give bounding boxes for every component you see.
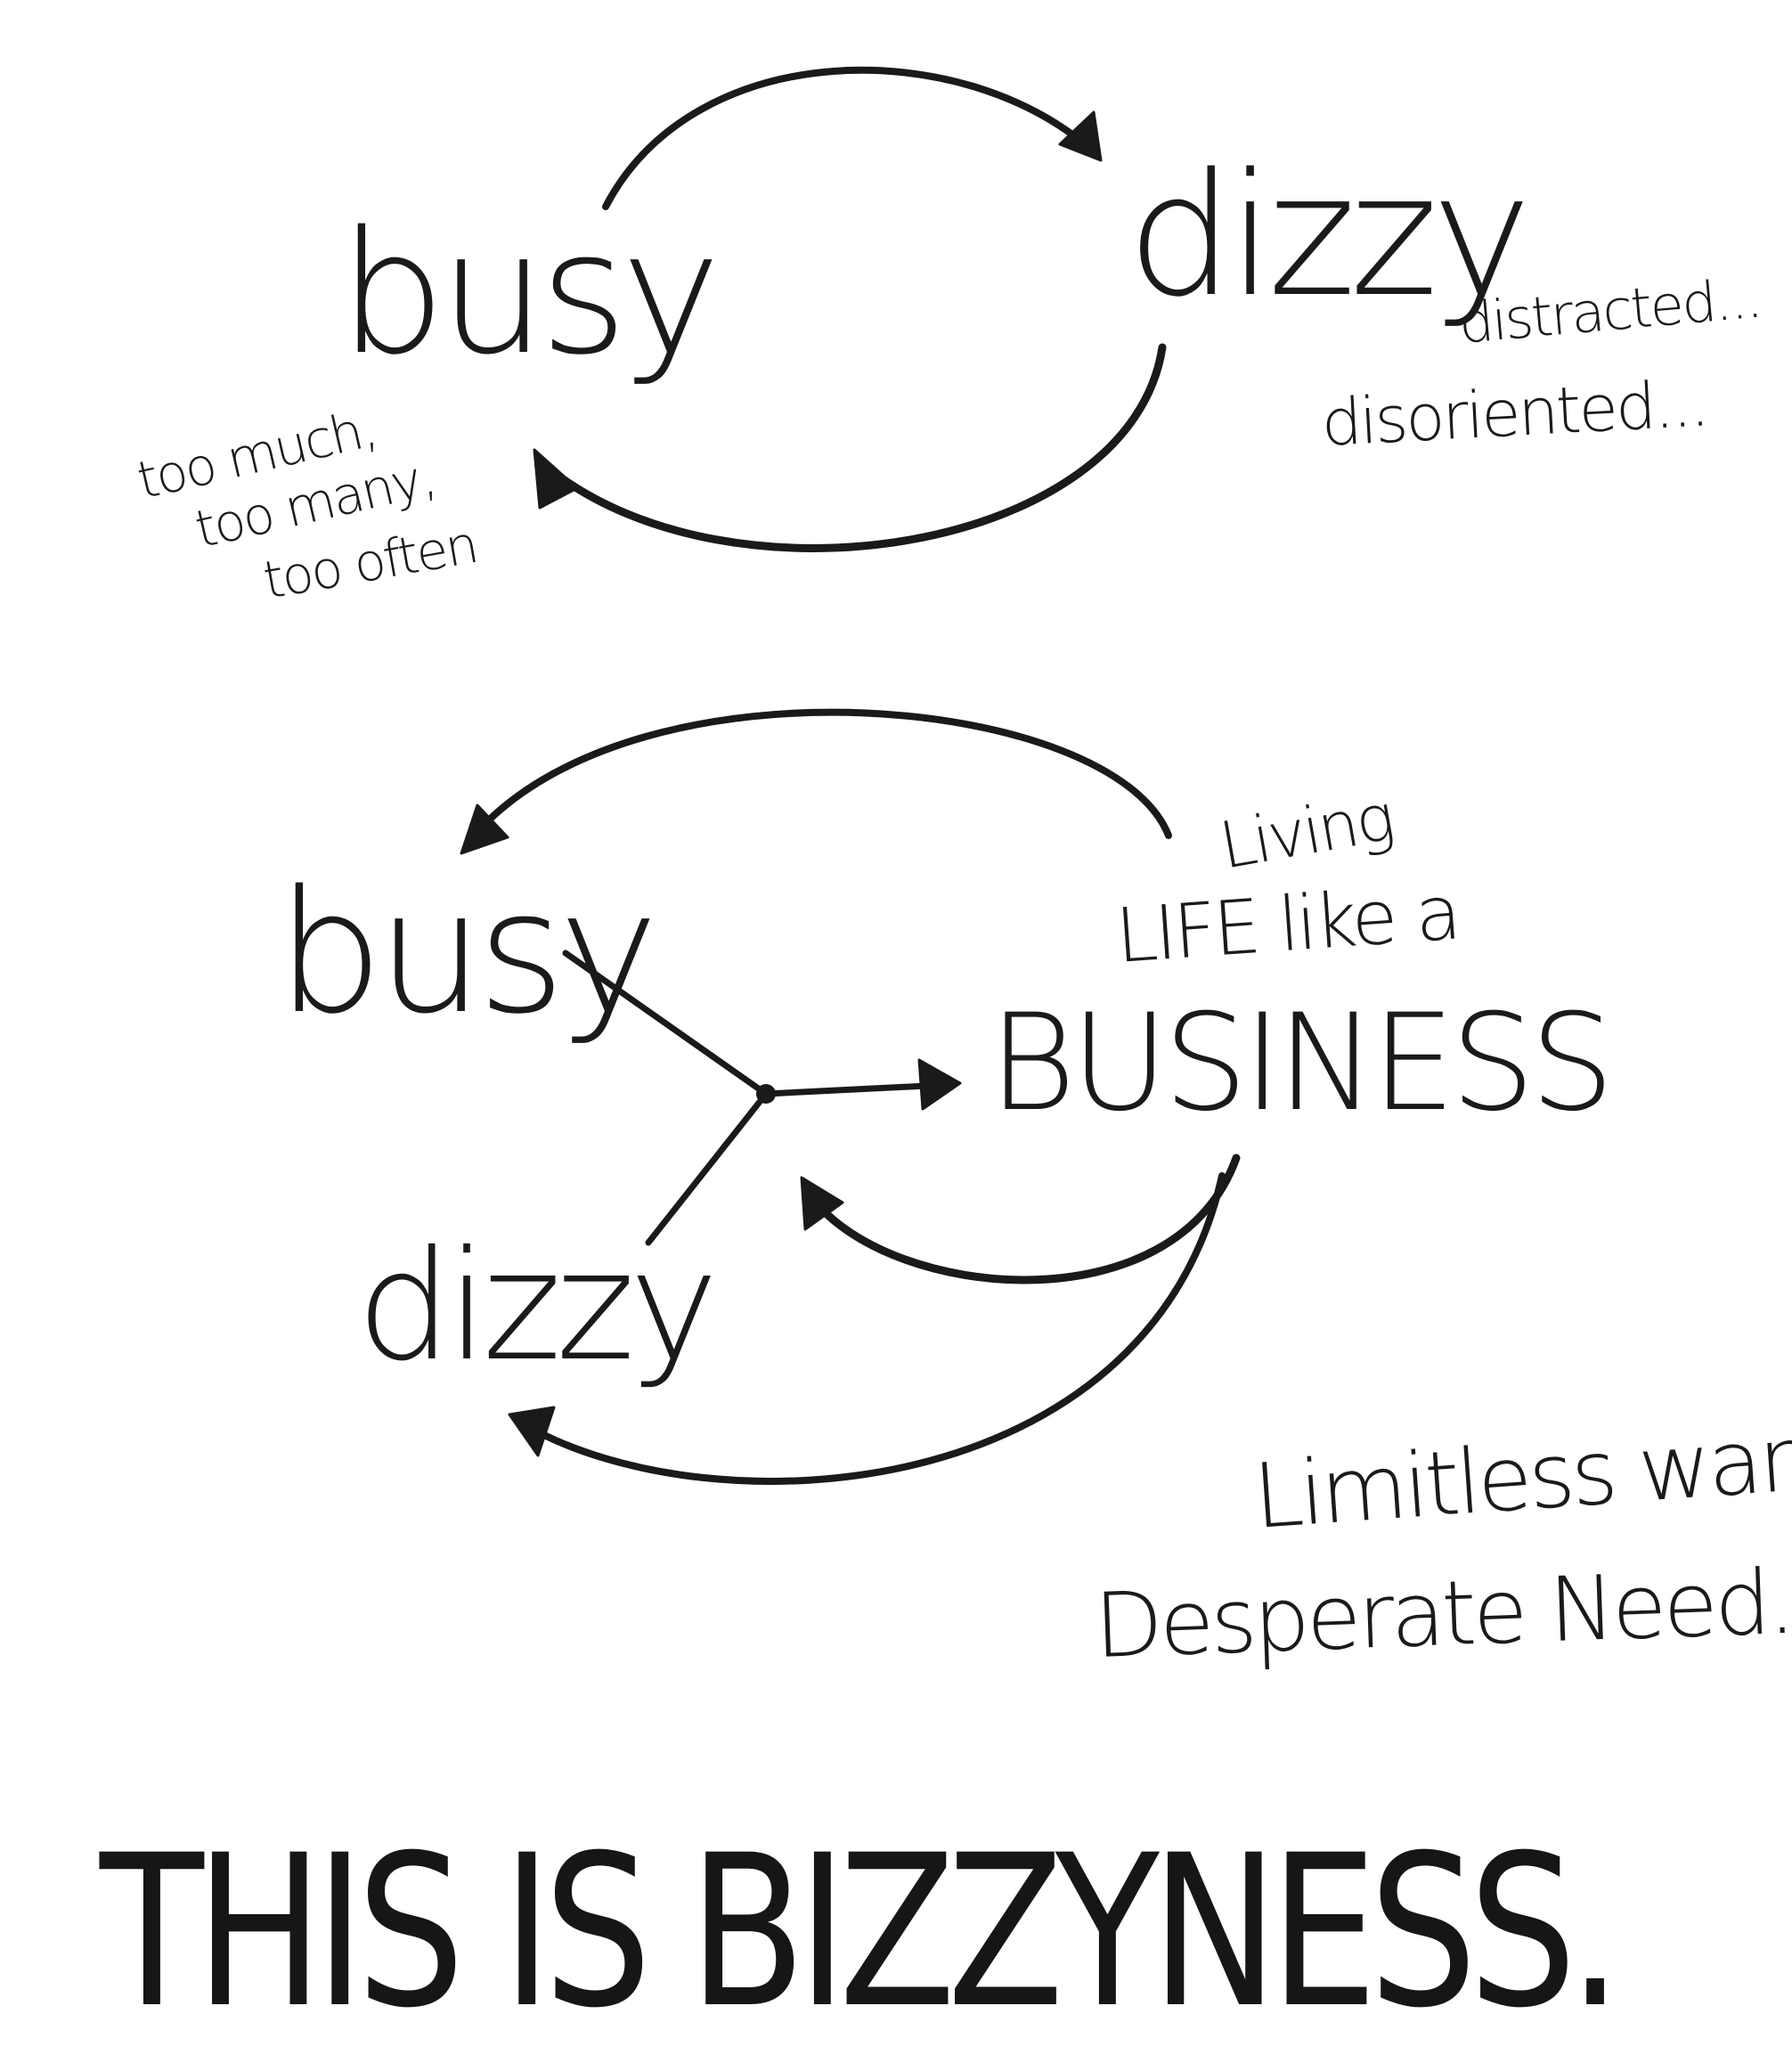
dizzy-note-line-2: disoriented... (1319, 365, 1708, 461)
bottom-dizzy-label: dizzy (356, 1219, 713, 1395)
arrow-business-to-busy-head (460, 803, 509, 855)
business-intro-line-2: LIFE like a (1113, 868, 1462, 980)
bottom-cycle: busy dizzy Living LIFE like a BUSINESS L… (276, 708, 1792, 1678)
bottom-busy-label: busy (276, 854, 652, 1051)
line-dizzy-to-junction (645, 1090, 770, 1246)
arrow-dizzy-to-busy-head (533, 448, 579, 510)
line-busy-to-junction (562, 950, 770, 1097)
top-busy-label: busy (338, 195, 714, 392)
arrow-busy-to-dizzy (602, 66, 1095, 210)
busy-note: too much, too many, too often (132, 397, 481, 611)
conclusion-title: THIS IS BIZZYNESS. (99, 1811, 1614, 2054)
arrow-business-to-busy (473, 708, 1172, 839)
arrow-junction-to-business-head (917, 1058, 962, 1111)
arrow-business-inner-loop (808, 1154, 1241, 1284)
top-cycle: busy dizzy distracted... disoriented... … (132, 66, 1763, 611)
arrow-dizzy-to-busy (543, 343, 1167, 552)
business-intro-line-1: Living (1214, 779, 1397, 883)
wants-note: Limitless wants, Desperate Need... (1093, 1399, 1792, 1678)
arrow-junction-to-business (762, 1081, 948, 1097)
business-intro: Living LIFE like a (1113, 779, 1462, 980)
arrow-busy-to-dizzy-head (1058, 110, 1103, 162)
arrow-business-to-dizzy-head (508, 1406, 556, 1457)
top-dizzy-label: dizzy (1127, 137, 1525, 334)
arrow-business-to-dizzy (522, 1172, 1226, 1485)
wants-note-line-1: Limitless wants, (1250, 1399, 1792, 1549)
wants-note-line-2: Desperate Need... (1093, 1548, 1792, 1678)
business-label: BUSINESS (989, 986, 1609, 1141)
arrow-business-inner-loop-head (800, 1176, 844, 1231)
